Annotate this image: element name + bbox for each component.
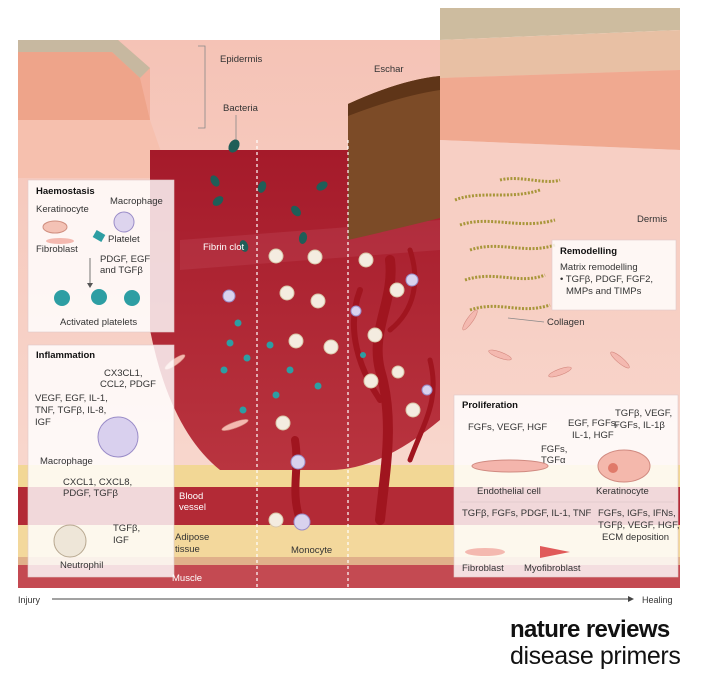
svg-text:TNF, TGFβ, IL-8,: TNF, TGFβ, IL-8, bbox=[35, 405, 106, 416]
nature-reviews-logo: nature reviews disease primers bbox=[510, 616, 681, 670]
endothelial-cell-icon bbox=[471, 459, 549, 473]
svg-text:Macrophage: Macrophage bbox=[110, 196, 163, 207]
healing-label: Healing bbox=[642, 595, 673, 605]
adipose-label-1: Adipose bbox=[175, 532, 209, 543]
haemostasis-title: Haemostasis bbox=[36, 186, 95, 197]
platelet-icon bbox=[92, 230, 106, 242]
injury-label: Injury bbox=[18, 595, 41, 605]
svg-text:Myofibroblast: Myofibroblast bbox=[524, 563, 581, 574]
keratinocyte-cell-icon bbox=[597, 449, 651, 483]
eschar bbox=[348, 76, 440, 240]
svg-text:Endothelial cell: Endothelial cell bbox=[477, 486, 541, 497]
svg-text:MMPs and TIMPs: MMPs and TIMPs bbox=[566, 286, 642, 297]
bacteria-label: Bacteria bbox=[223, 103, 259, 114]
svg-text:Fibroblast: Fibroblast bbox=[36, 244, 78, 255]
epidermis-bracket bbox=[198, 45, 206, 129]
dermis-label: Dermis bbox=[637, 214, 667, 225]
svg-text:CX3CL1,: CX3CL1, bbox=[104, 368, 143, 379]
left-skin-block bbox=[18, 40, 170, 178]
fibroblasts-dermis bbox=[164, 309, 630, 431]
macrophage-cell bbox=[97, 416, 139, 458]
myofibroblast-cell-icon bbox=[540, 546, 570, 558]
svg-text:IGF: IGF bbox=[113, 535, 129, 546]
svg-text:IL-1, HGF: IL-1, HGF bbox=[572, 430, 614, 441]
blood-vessel-label-1: Blood bbox=[179, 491, 203, 502]
brand-line-1: nature reviews bbox=[510, 616, 670, 643]
activated-platelets-in-clot bbox=[220, 319, 366, 414]
adipose-label-2: tissue bbox=[175, 544, 200, 555]
svg-text:Fibroblast: Fibroblast bbox=[462, 563, 504, 574]
eschar-label: Eschar bbox=[374, 64, 404, 75]
brand-line-2: disease primers bbox=[510, 642, 681, 670]
proliferation-panel: Proliferation FGFs, VEGF, HGF FGFs, TGFα… bbox=[453, 394, 679, 578]
monocytes bbox=[222, 273, 433, 531]
haemostasis-panel: Haemostasis Keratinocyte Macrophage Fibr… bbox=[27, 179, 175, 333]
remodelling-title: Remodelling bbox=[560, 246, 617, 257]
epidermis-label: Epidermis bbox=[220, 54, 262, 65]
bacteria-group bbox=[210, 139, 328, 252]
monocyte-label: Monocyte bbox=[291, 545, 332, 556]
svg-text:Macrophage: Macrophage bbox=[40, 456, 93, 467]
svg-text:TGFβ, VEGF,: TGFβ, VEGF, bbox=[615, 408, 672, 419]
svg-text:• TGFβ, PDGF, FGF2,: • TGFβ, PDGF, FGF2, bbox=[560, 274, 653, 285]
muscle-label: Muscle bbox=[172, 573, 202, 584]
svg-text:Keratinocyte: Keratinocyte bbox=[36, 204, 89, 215]
svg-text:PDGF, TGFβ: PDGF, TGFβ bbox=[63, 488, 118, 499]
svg-text:FGFs, IL-1β: FGFs, IL-1β bbox=[614, 420, 665, 431]
right-skin-block bbox=[440, 8, 680, 300]
blood-vessel-label-2: vessel bbox=[179, 502, 206, 513]
svg-text:ECM deposition: ECM deposition bbox=[602, 532, 669, 543]
proliferation-title: Proliferation bbox=[462, 400, 518, 411]
svg-text:EGF, FGFs,: EGF, FGFs, bbox=[568, 418, 618, 429]
svg-text:FGFs, IGFs, IFNs,: FGFs, IGFs, IFNs, bbox=[598, 508, 676, 519]
collagen-fibers bbox=[454, 177, 561, 312]
collagen-label: Collagen bbox=[547, 317, 585, 328]
svg-text:Platelet: Platelet bbox=[108, 234, 140, 245]
svg-text:TGFβ, FGFs, PDGF, IL-1, TNF: TGFβ, FGFs, PDGF, IL-1, TNF bbox=[462, 508, 592, 519]
svg-text:PDGF, EGF: PDGF, EGF bbox=[100, 254, 150, 265]
remodelling-panel: Remodelling Matrix remodelling • TGFβ, P… bbox=[551, 239, 677, 311]
inflammation-panel: Inflammation CX3CL1, CCL2, PDGF VEGF, EG… bbox=[27, 344, 175, 578]
vessel-tree bbox=[291, 247, 436, 525]
svg-text:Matrix remodelling: Matrix remodelling bbox=[560, 262, 638, 273]
macrophage-icon bbox=[113, 211, 135, 233]
svg-text:CXCL1, CXCL8,: CXCL1, CXCL8, bbox=[63, 477, 132, 488]
fibroblast-icon bbox=[46, 238, 74, 244]
svg-text:IGF: IGF bbox=[35, 417, 51, 428]
svg-text:TGFβ, VEGF, HGF,: TGFβ, VEGF, HGF, bbox=[598, 520, 679, 531]
neutrophil-cell bbox=[53, 524, 87, 558]
white-cells bbox=[268, 248, 421, 528]
svg-text:FGFs, VEGF, HGF: FGFs, VEGF, HGF bbox=[468, 422, 547, 433]
fibrin-clot-label: Fibrin clot bbox=[203, 242, 245, 253]
svg-text:FGFs,: FGFs, bbox=[541, 444, 567, 455]
svg-text:VEGF, EGF, IL-1,: VEGF, EGF, IL-1, bbox=[35, 393, 108, 404]
svg-text:CCL2, PDGF: CCL2, PDGF bbox=[100, 379, 156, 390]
inflammation-title: Inflammation bbox=[36, 350, 95, 361]
svg-text:Neutrophil: Neutrophil bbox=[60, 560, 103, 571]
svg-text:TGFβ,: TGFβ, bbox=[113, 523, 140, 534]
fibroblast-cell-icon bbox=[465, 548, 505, 556]
svg-text:and TGFβ: and TGFβ bbox=[100, 265, 143, 276]
activated-platelets-icon bbox=[54, 289, 140, 306]
svg-text:Keratinocyte: Keratinocyte bbox=[596, 486, 649, 497]
keratinocyte-icon bbox=[42, 220, 68, 234]
svg-text:TGFα: TGFα bbox=[541, 455, 566, 466]
svg-text:Activated platelets: Activated platelets bbox=[60, 317, 137, 328]
